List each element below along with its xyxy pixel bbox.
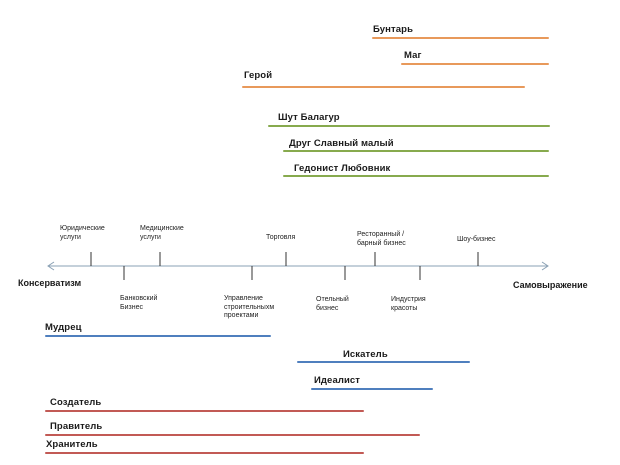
archetype-bar-creator bbox=[45, 410, 364, 412]
archetype-bar-hedonist bbox=[283, 175, 549, 177]
archetype-bar-jester bbox=[268, 125, 550, 127]
archetype-label-creator: Создатель bbox=[50, 397, 102, 408]
archetype-bar-ruler bbox=[45, 434, 420, 436]
archetype-bar-idealist bbox=[311, 388, 433, 390]
archetype-label-guardian: Хранитель bbox=[46, 439, 98, 450]
archetype-label-idealist: Идеалист bbox=[314, 375, 361, 386]
axis-label-self-expression: Самовыражение bbox=[513, 280, 588, 290]
archetype-bar-guardian bbox=[45, 452, 364, 454]
archetype-bar-seeker bbox=[297, 361, 470, 363]
archetype-bar-rebel bbox=[372, 37, 549, 39]
archetype-label-magician: Маг bbox=[404, 50, 422, 61]
business-medical: Медицинские услуги bbox=[140, 225, 184, 241]
archetype-bar-hero bbox=[242, 86, 525, 88]
business-legal: Юридические услуги bbox=[60, 225, 105, 241]
archetype-bar-magician bbox=[401, 63, 549, 65]
axis-label-conservatism: Консерватизм bbox=[18, 278, 82, 288]
business-construction: Управление строительныхм проектами bbox=[224, 295, 275, 320]
axis-arrow-left bbox=[47, 261, 55, 271]
archetype-label-friend: Друг Славный малый bbox=[289, 138, 394, 149]
archetype-label-seeker: Искатель bbox=[343, 349, 388, 360]
archetype-label-sage: Мудрец bbox=[45, 322, 82, 333]
archetype-label-ruler: Правитель bbox=[50, 421, 103, 432]
archetype-bar-friend bbox=[283, 150, 549, 152]
business-bank: Банковский Бизнес bbox=[120, 295, 158, 311]
axis-arrow-right bbox=[541, 261, 549, 271]
business-show: Шоу-бизнес bbox=[457, 236, 496, 243]
business-beauty: Индустрия красоты bbox=[391, 296, 426, 312]
archetype-label-rebel: Бунтарь bbox=[373, 24, 414, 35]
business-trade: Торговля bbox=[266, 234, 296, 241]
archetype-label-jester: Шут Балагур bbox=[278, 112, 340, 123]
archetype-bar-sage bbox=[45, 335, 271, 337]
archetype-label-hedonist: Гедонист Любовник bbox=[294, 163, 391, 174]
archetype-label-hero: Герой bbox=[244, 70, 273, 81]
business-hotel: Отельный бизнес bbox=[316, 296, 349, 312]
business-restaurant: Ресторанный / барный бизнес bbox=[357, 231, 406, 247]
